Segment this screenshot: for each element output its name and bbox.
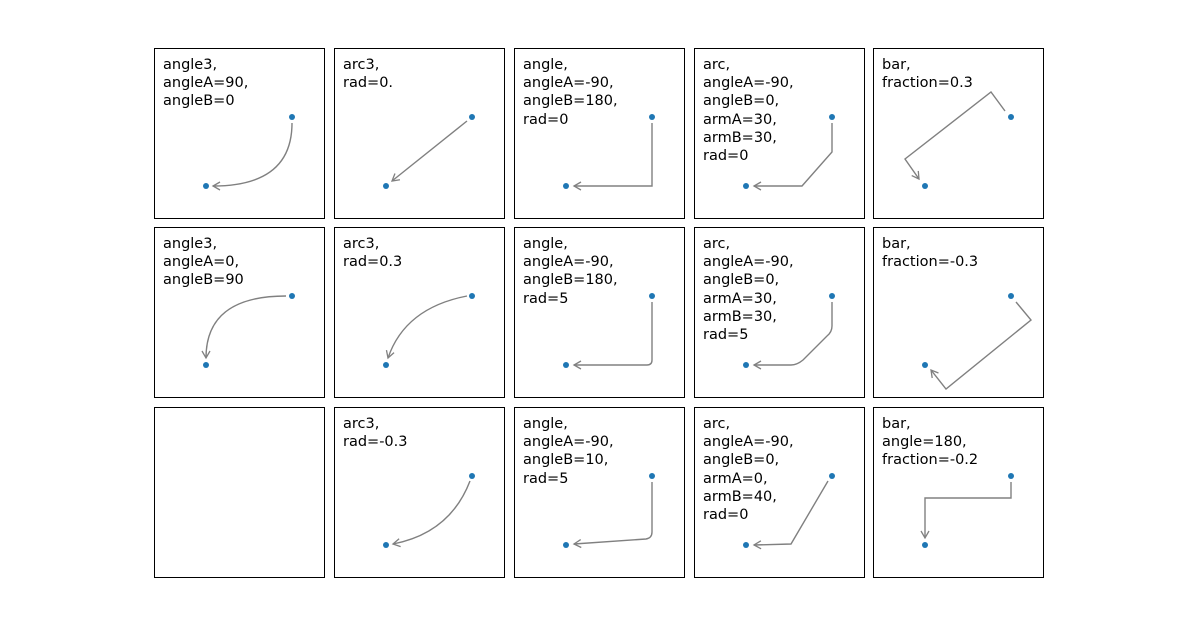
connection-drawing — [203, 114, 295, 191]
connection-drawing — [904, 91, 1014, 189]
panel-angle: angle, angleA=-90, angleB=10, rad=5 — [514, 407, 685, 578]
connection-drawing — [383, 473, 475, 548]
point-b — [1008, 114, 1014, 120]
point-a — [383, 362, 389, 368]
point-b — [829, 293, 835, 299]
point-a — [922, 362, 928, 368]
panel-label: angle, angleA=-90, angleB=180, rad=5 — [523, 236, 618, 307]
panel-arc3: arc3, rad=0. — [334, 48, 505, 219]
connection-drawing — [743, 114, 835, 191]
connection-drawing — [563, 473, 655, 549]
point-a — [203, 362, 209, 368]
point-b — [469, 293, 475, 299]
connector-arrow — [920, 482, 1012, 540]
connector-arrow — [385, 295, 468, 360]
connector-arrow — [930, 301, 1032, 390]
point-a — [743, 183, 749, 189]
point-b — [469, 114, 475, 120]
panel-label: angle, angleA=-90, angleB=180, rad=0 — [523, 57, 618, 128]
connection-drawing — [563, 114, 655, 191]
panel-label: arc, angleA=-90, angleB=0, armA=30, armB… — [703, 57, 794, 165]
panel-label: angle3, angleA=0, angleB=90 — [163, 236, 244, 289]
panel-label: arc3, rad=-0.3 — [343, 416, 408, 451]
panel-bar: bar, fraction=-0.3 — [873, 227, 1044, 398]
panel-label: arc, angleA=-90, angleB=0, armA=0, armB=… — [703, 416, 794, 524]
connection-drawing — [201, 293, 295, 368]
point-a — [922, 183, 928, 189]
panel-label: bar, fraction=-0.3 — [882, 236, 979, 271]
connector-arrow — [752, 302, 833, 370]
panel-label: arc3, rad=0. — [343, 57, 394, 92]
connector-arrow — [201, 295, 287, 360]
panel-angle3: angle3, angleA=0, angleB=90 — [154, 227, 325, 398]
connection-drawing — [383, 293, 475, 368]
point-b — [649, 293, 655, 299]
panel-label: angle3, angleA=90, angleB=0 — [163, 57, 249, 110]
point-a — [563, 362, 569, 368]
point-b — [289, 114, 295, 120]
connector-arrow — [391, 480, 471, 548]
connection-drawing — [743, 293, 835, 370]
connection-drawing — [383, 114, 475, 189]
point-b — [829, 114, 835, 120]
panel-label: arc, angleA=-90, angleB=0, armA=30, armB… — [703, 236, 794, 344]
panel-angle: angle, angleA=-90, angleB=180, rad=5 — [514, 227, 685, 398]
point-a — [383, 542, 389, 548]
connector-arrow — [904, 91, 1006, 181]
panel-arc: arc, angleA=-90, angleB=0, armA=0, armB=… — [694, 407, 865, 578]
connector-arrow — [572, 123, 653, 191]
panel-label: bar, angle=180, fraction=-0.2 — [882, 416, 979, 469]
point-a — [203, 183, 209, 189]
panel-arc: arc, angleA=-90, angleB=0, armA=30, armB… — [694, 227, 865, 398]
panel-bar: bar, angle=180, fraction=-0.2 — [873, 407, 1044, 578]
connection-drawing — [563, 293, 655, 370]
panel-empty — [154, 407, 325, 578]
connector-arrow — [572, 302, 653, 370]
panel-label: angle, angleA=-90, angleB=10, rad=5 — [523, 416, 614, 487]
panel-arc3: arc3, rad=0.3 — [334, 227, 505, 398]
point-a — [563, 183, 569, 189]
connector-arrow — [211, 122, 293, 191]
point-a — [743, 362, 749, 368]
point-b — [1008, 293, 1014, 299]
point-a — [563, 542, 569, 548]
panel-arc: arc, angleA=-90, angleB=0, armA=30, armB… — [694, 48, 865, 219]
connection-drawing — [922, 293, 1032, 390]
panel-label: bar, fraction=0.3 — [882, 57, 973, 92]
panel-bar: bar, fraction=0.3 — [873, 48, 1044, 219]
connector-arrow — [572, 482, 653, 549]
connection-drawing — [920, 473, 1014, 548]
connector-arrow — [752, 123, 833, 191]
point-a — [383, 183, 389, 189]
point-b — [649, 114, 655, 120]
point-a — [743, 542, 749, 548]
point-a — [922, 542, 928, 548]
panel-angle3: angle3, angleA=90, angleB=0 — [154, 48, 325, 219]
point-b — [829, 473, 835, 479]
connection-drawing — [743, 473, 835, 550]
point-b — [649, 473, 655, 479]
point-b — [289, 293, 295, 299]
panel-arc3: arc3, rad=-0.3 — [334, 407, 505, 578]
connector-arrow — [390, 120, 468, 182]
connector-arrow — [752, 480, 829, 550]
point-b — [1008, 473, 1014, 479]
panel-label: arc3, rad=0.3 — [343, 236, 403, 271]
panel-angle: angle, angleA=-90, angleB=180, rad=0 — [514, 48, 685, 219]
point-b — [469, 473, 475, 479]
